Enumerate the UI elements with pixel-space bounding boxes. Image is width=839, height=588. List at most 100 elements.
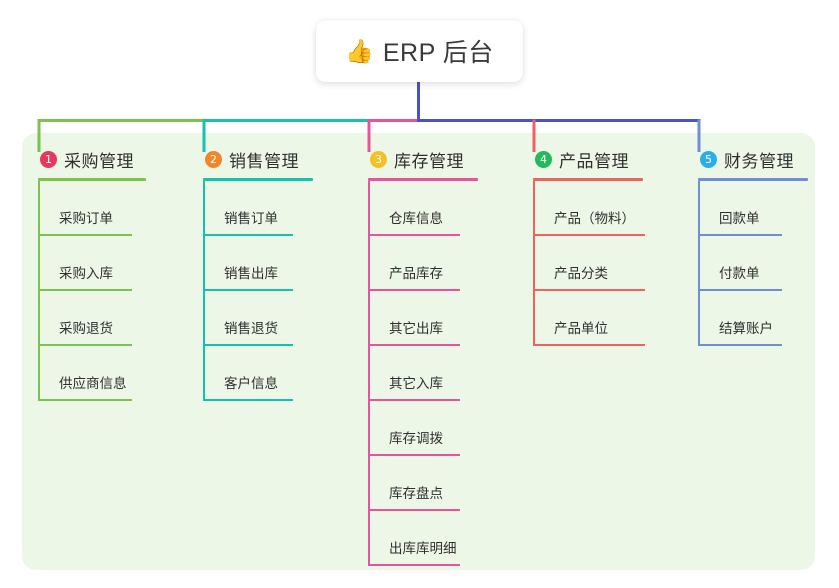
menu-item-rule (533, 234, 645, 236)
column-header-rule (698, 178, 808, 181)
column-number-badge: 2 (205, 150, 222, 168)
column-items-产品管理: 产品（物料） 产品分类产品单位 (533, 181, 645, 346)
menu-item-rule (698, 289, 782, 291)
menu-item[interactable]: 产品库存 (368, 236, 478, 291)
menu-item-label: 产品单位 (554, 321, 608, 336)
menu-item[interactable]: 结算账户 (698, 291, 808, 346)
menu-item[interactable]: 其它入库 (368, 346, 478, 401)
column-title-label: 产品管理 (559, 151, 629, 171)
menu-item-rule (698, 234, 782, 236)
menu-item[interactable]: 库存盘点 (368, 456, 478, 511)
menu-item-label: 仓库信息 (389, 211, 443, 226)
menu-item[interactable]: 供应商信息 (38, 346, 146, 401)
column-库存管理: 3 库存管理仓库信息产品库存其它出库其它入库库存调拨库存盘点出库库明细 (368, 146, 478, 566)
menu-item[interactable]: 销售出库 (203, 236, 313, 291)
thumbs-up-icon: 👍 (345, 37, 374, 64)
menu-item-rule (698, 344, 782, 346)
column-header-库存管理[interactable]: 3 库存管理 (368, 146, 478, 172)
column-产品管理: 4 产品管理产品（物料） 产品分类产品单位 (533, 146, 645, 346)
menu-item[interactable]: 销售退货 (203, 291, 313, 346)
menu-item[interactable]: 客户信息 (203, 346, 313, 401)
column-items-库存管理: 仓库信息产品库存其它出库其它入库库存调拨库存盘点出库库明细 (368, 181, 478, 566)
column-销售管理: 2 销售管理销售订单销售出库销售退货客户信息 (203, 146, 313, 401)
menu-item-label: 产品分类 (554, 266, 608, 281)
menu-item[interactable]: 付款单 (698, 236, 808, 291)
menu-item-rule (38, 289, 132, 291)
menu-item-rule (368, 454, 460, 456)
column-title-label: 采购管理 (64, 151, 134, 171)
column-items-采购管理: 采购订单采购入库采购退货供应商信息 (38, 181, 146, 401)
menu-item-rule (533, 289, 645, 291)
menu-item[interactable]: 库存调拨 (368, 401, 478, 456)
column-header-产品管理[interactable]: 4 产品管理 (533, 146, 643, 172)
menu-item-label: 采购订单 (59, 211, 113, 226)
menu-item[interactable]: 采购退货 (38, 291, 146, 346)
column-spine (698, 181, 700, 346)
menu-item-label: 销售订单 (224, 211, 278, 226)
column-title-label: 财务管理 (724, 151, 794, 171)
menu-item-rule (368, 234, 460, 236)
column-spine (533, 181, 535, 346)
column-header-财务管理[interactable]: 5 财务管理 (698, 146, 808, 172)
menu-item-label: 其它入库 (389, 376, 443, 391)
menu-item-rule (368, 509, 460, 511)
column-title-label: 库存管理 (394, 151, 464, 171)
column-财务管理: 5 财务管理回款单付款单结算账户 (698, 146, 808, 346)
menu-item[interactable]: 采购订单 (38, 181, 146, 236)
menu-item-label: 库存盘点 (389, 486, 443, 501)
menu-item-label: 供应商信息 (59, 376, 127, 391)
column-header-rule (533, 178, 643, 181)
column-header-rule (38, 178, 146, 181)
menu-item[interactable]: 产品（物料） (533, 181, 645, 236)
menu-item-label: 销售退货 (224, 321, 278, 336)
menu-item-label: 采购入库 (59, 266, 113, 281)
column-items-财务管理: 回款单付款单结算账户 (698, 181, 808, 346)
column-header-rule (368, 178, 478, 181)
column-title-label: 销售管理 (229, 151, 299, 171)
column-number-badge: 1 (40, 150, 57, 168)
column-header-销售管理[interactable]: 2 销售管理 (203, 146, 313, 172)
menu-item[interactable]: 回款单 (698, 181, 808, 236)
column-采购管理: 1 采购管理采购订单采购入库采购退货供应商信息 (38, 146, 146, 401)
menu-item[interactable]: 其它出库 (368, 291, 478, 346)
root-node-erp[interactable]: 👍 ERP 后台 (316, 20, 523, 82)
menu-item-rule (368, 344, 460, 346)
menu-item-label: 客户信息 (224, 376, 278, 391)
root-node-label: ERP 后台 (382, 39, 494, 67)
menu-item[interactable]: 产品分类 (533, 236, 645, 291)
menu-item-rule (368, 564, 460, 566)
menu-item-label: 采购退货 (59, 321, 113, 336)
column-number-badge: 3 (370, 150, 387, 168)
menu-item-rule (203, 234, 293, 236)
menu-item[interactable]: 仓库信息 (368, 181, 478, 236)
column-header-采购管理[interactable]: 1 采购管理 (38, 146, 146, 172)
menu-item[interactable]: 出库库明细 (368, 511, 478, 566)
menu-item-rule (203, 289, 293, 291)
diagram-panel-background (22, 133, 815, 570)
menu-item-rule (38, 399, 132, 401)
menu-item-label: 产品库存 (389, 266, 443, 281)
column-items-销售管理: 销售订单销售出库销售退货客户信息 (203, 181, 313, 401)
column-number-badge: 4 (535, 150, 552, 168)
menu-item-rule (368, 289, 460, 291)
menu-item-label: 回款单 (719, 211, 760, 226)
menu-item-label: 产品（物料） (554, 211, 635, 226)
menu-item-rule (38, 344, 132, 346)
menu-item-rule (203, 399, 293, 401)
column-spine (368, 181, 370, 566)
menu-item-label: 付款单 (719, 266, 760, 281)
menu-item-rule (533, 344, 645, 346)
menu-item-rule (368, 399, 460, 401)
menu-item-label: 其它出库 (389, 321, 443, 336)
column-number-badge: 5 (700, 150, 717, 168)
menu-item-rule (203, 344, 293, 346)
menu-item-label: 结算账户 (719, 321, 773, 336)
menu-item[interactable]: 产品单位 (533, 291, 645, 346)
menu-item[interactable]: 采购入库 (38, 236, 146, 291)
menu-item-label: 销售出库 (224, 266, 278, 281)
column-spine (38, 181, 40, 401)
menu-item-label: 库存调拨 (389, 431, 443, 446)
menu-item-label: 出库库明细 (389, 541, 457, 556)
menu-item[interactable]: 销售订单 (203, 181, 313, 236)
